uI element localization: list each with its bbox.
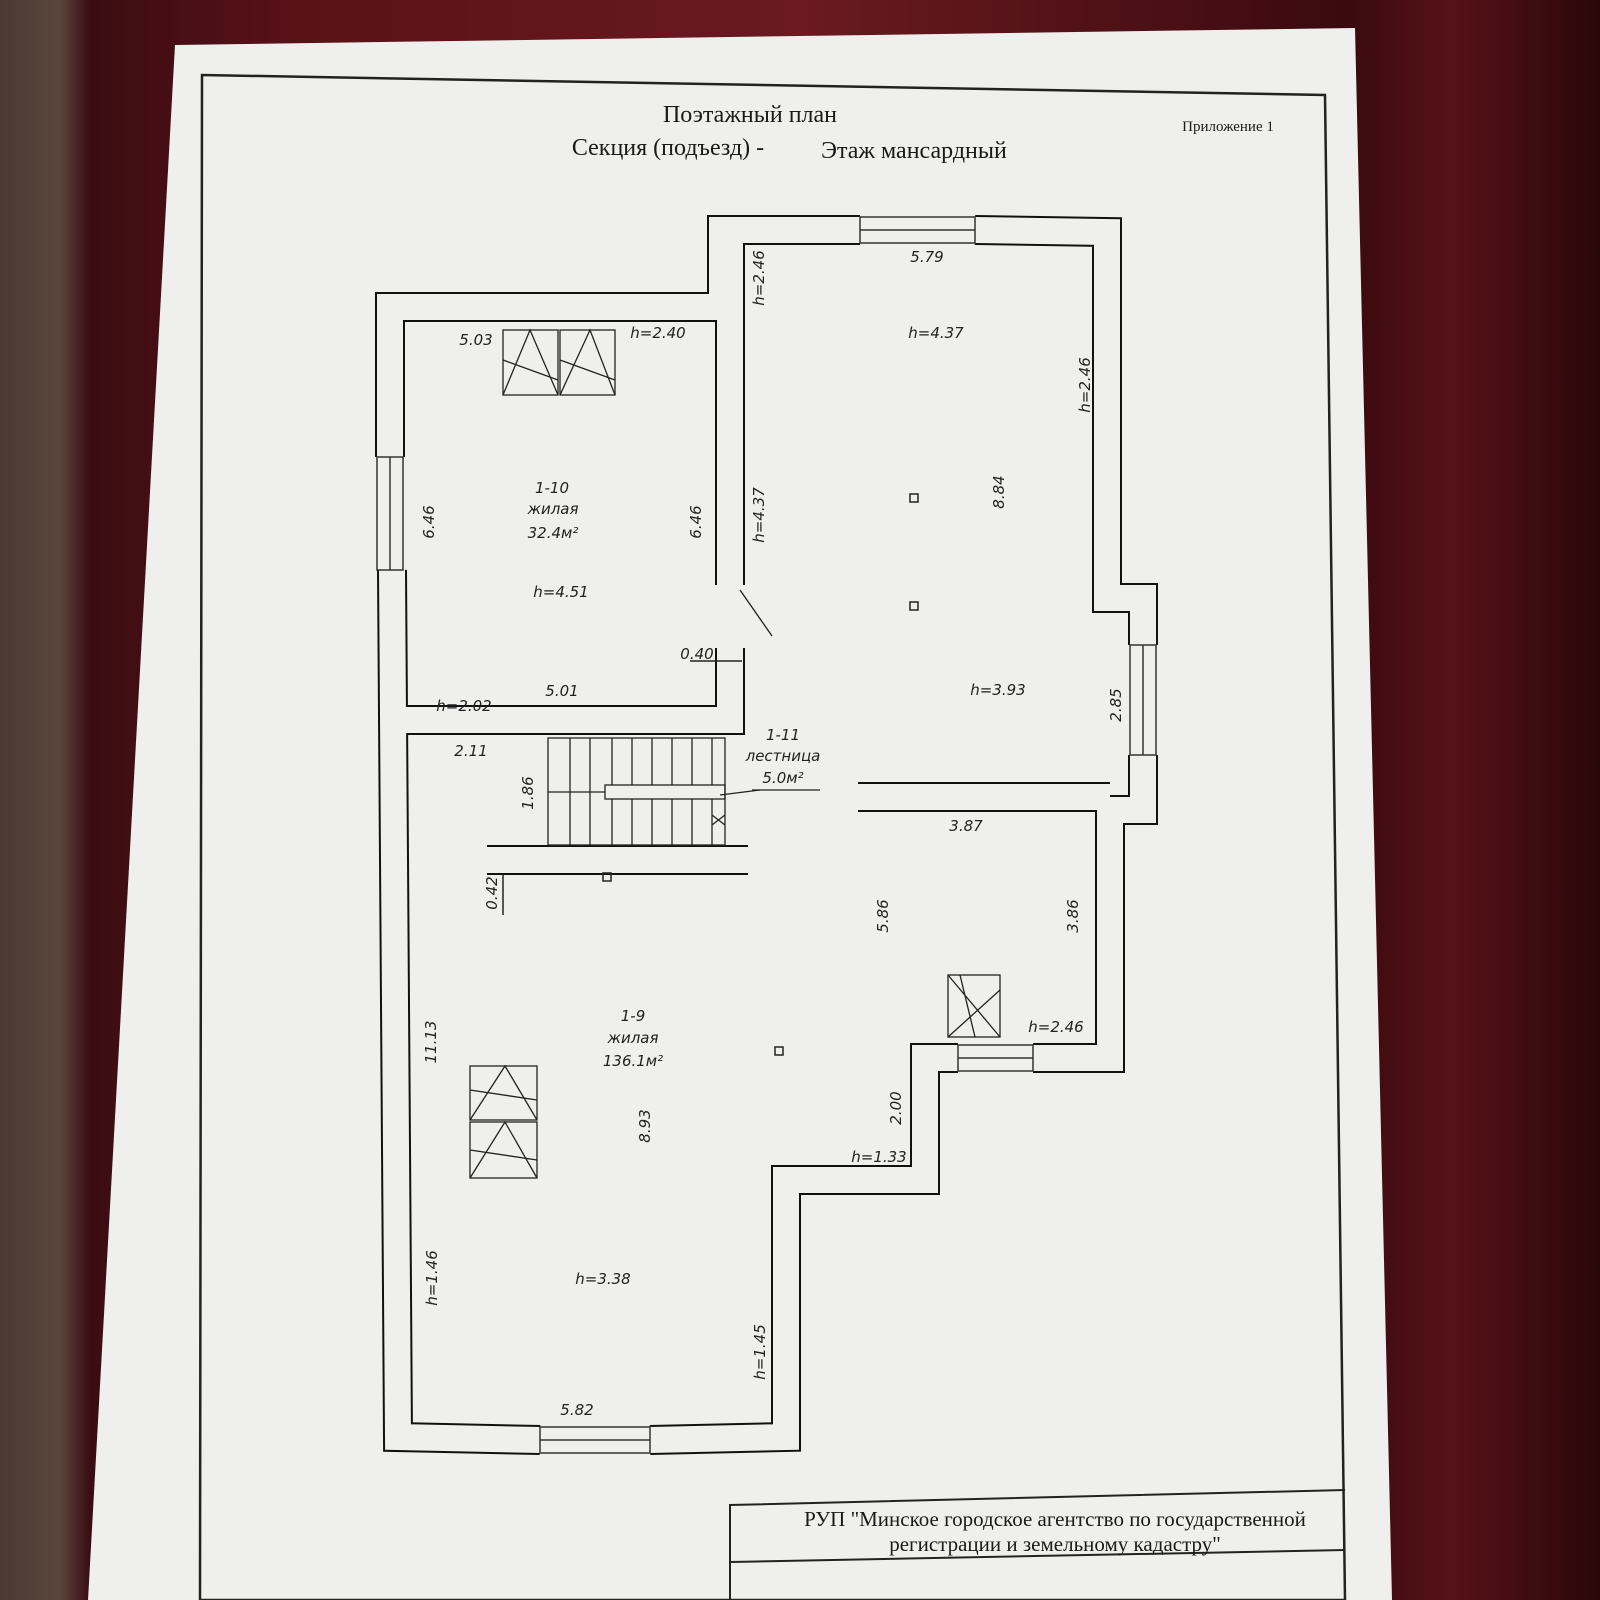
page-border [198, 73, 1347, 1600]
dimension-label: h=2.46 [750, 250, 768, 305]
agency-line-1: РУП "Минское городское агентство по госу… [804, 1507, 1306, 1531]
room-1-10-type: жилая [526, 500, 578, 518]
skylight [559, 328, 616, 396]
dimension-label: 0.40 [680, 645, 713, 663]
dimension-label: 0.42 [483, 876, 501, 909]
appendix-label: Приложение 1 [1182, 119, 1274, 135]
dimension-label: 8.84 [990, 475, 1008, 508]
dimension-label: h=4.51 [533, 583, 588, 601]
plan-title: Поэтажный план [663, 102, 837, 128]
room-1-10-area: 32.4м² [528, 524, 579, 542]
skylight [947, 974, 1001, 1038]
plan-section: Секция (подъезд) - [572, 135, 764, 161]
dimension-label: h=2.40 [630, 324, 685, 342]
dimension-label: h=4.37 [750, 487, 768, 543]
room-1-11-id: 1-11 [766, 726, 800, 744]
dimension-label: h=2.02 [436, 697, 491, 715]
skylights [469, 328, 1001, 1179]
room-1-10-id: 1-10 [535, 479, 569, 497]
dimension-label: 5.03 [459, 331, 492, 349]
columns [502, 493, 919, 1056]
room-1-11-type: лестница [745, 747, 821, 765]
dimension-label: 5.82 [560, 1401, 593, 1419]
dimension-label: 2.11 [454, 742, 487, 760]
room-1-9-type: жилая [606, 1029, 658, 1047]
dimension-label: 5.01 [545, 682, 578, 700]
room-1-9-area: 136.1м² [603, 1052, 663, 1070]
paper-sheet [88, 28, 1392, 1600]
windows [376, 216, 1157, 1454]
dimension-label: h=1.33 [851, 1148, 906, 1166]
dimension-label: h=3.38 [575, 1270, 630, 1288]
room-1-9-id: 1-9 [621, 1007, 646, 1025]
dimension-label: h=1.46 [423, 1250, 441, 1305]
dimension-label: 6.46 [420, 505, 438, 538]
dimension-label: 3.87 [949, 817, 983, 835]
dimension-label: h=2.46 [1028, 1018, 1083, 1036]
skylight [469, 1064, 538, 1121]
dimension-label: 5.86 [874, 899, 892, 932]
dimension-label: 2.00 [887, 1091, 905, 1124]
skylight [502, 328, 559, 396]
skylight [469, 1120, 538, 1179]
room-labels: 1-10 жилая 32.4м² 1-11 лестница 5.0м² 1-… [526, 479, 820, 1070]
dimension-label: h=3.93 [970, 681, 1025, 699]
dimension-label: 8.93 [636, 1109, 654, 1142]
dimension-label: h=4.37 [908, 324, 964, 342]
agency-line-2: регистрации и земельному кадастру" [889, 1532, 1221, 1556]
dimension-labels: 5.79 h=4.37 5.03 h=2.40 h=4.51 0.40 h=2.… [420, 248, 1125, 1419]
dimension-label: h=1.45 [751, 1324, 769, 1379]
walls [375, 215, 1158, 1455]
dimension-label: 2.85 [1107, 688, 1125, 721]
dimension-label: 11.13 [422, 1021, 440, 1064]
dimension-label: 6.46 [687, 505, 705, 538]
dimension-label: 5.79 [910, 248, 943, 266]
room-1-11-area: 5.0м² [762, 769, 803, 787]
dimension-label: h=2.46 [1076, 357, 1094, 412]
dimension-label: 1.86 [519, 776, 537, 809]
dimension-label: 3.86 [1064, 899, 1082, 932]
plan-floor: Этаж мансардный [821, 138, 1007, 164]
title-block: РУП "Минское городское агентство по госу… [729, 1489, 1346, 1600]
staircase [547, 589, 820, 846]
